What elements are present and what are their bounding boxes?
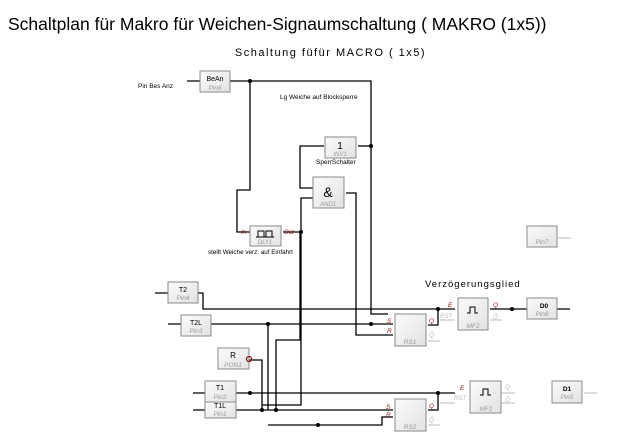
pulse-icon [480,388,491,396]
wire-inv1-in [299,145,324,189]
block-d0-instance: Pin8 [535,311,548,318]
block-rs1-qn-label: Q̄ [429,331,434,339]
block-rs1-instance: RS1 [404,339,417,346]
block-t2-instance: Pin4 [176,295,189,302]
block-rs2-q-label: Q [429,403,434,410]
block-mf2-qn-label: Q̄ [493,313,498,321]
block-t1-name: T1 [216,385,224,392]
wire-rs2-q [428,393,439,411]
block-dly1-out-label: Out [284,230,294,236]
wire-rs1-q [428,309,439,326]
block-t2l-instance: Pin3 [189,328,202,335]
wire-dly-out [283,197,314,233]
wire-v1 [275,232,301,410]
block-bean-instance: Pin6 [208,85,221,92]
label-verzoegerungsglied: Verzögerungsglied [425,279,521,290]
block-d0[interactable]: D0 Pin8 [526,297,558,320]
block-pon1-name: R [230,351,236,360]
block-rs2-qn-label: Q̄ [429,416,434,424]
wire-rs2-r [268,416,393,426]
block-dly1-instance: DLY1 [258,240,272,246]
block-mf1-qn-label: Q̄ [505,396,510,404]
wire-dly-down [262,232,302,406]
block-bean[interactable]: BeAn Pin6 [199,70,231,93]
label-sperrschalter: SperrSchalter [316,159,357,166]
pulse-icon [467,306,478,314]
block-inv1-instance: INV1 [333,152,346,158]
block-rs1[interactable]: RS1 S R Q Q̄ [387,313,434,347]
block-mf2[interactable]: MF2 E RST Q Q̄ [440,297,498,331]
block-pin7-instance: Pin7 [535,239,548,246]
wire-right-bus [370,136,388,315]
block-t2[interactable]: T2 Pin4 [167,281,199,304]
block-mf1[interactable]: MF1 E RST Q Q̄ [454,380,510,414]
block-mf1-e-label: E [460,385,465,392]
block-rs2-instance: RS2 [404,424,417,431]
delay-icon [256,230,274,238]
block-and1-name: & [323,184,333,200]
label-stellt-weiche: stellt Weiche verz. auf Einfahrt [208,249,293,256]
block-mf2-q-label: Q [493,302,498,309]
block-rs2-s-label: S [386,404,391,411]
block-mf1-instance: MF1 [480,406,493,413]
block-rs1-s-label: S [387,318,392,325]
block-pin7[interactable]: Pin7 [526,225,558,248]
diagram-subtitle: Schaltung füfür MACRO ( 1x5) [234,47,427,59]
diagram-title: Schaltplan für Makro für Weichen-Signaum… [8,14,547,34]
block-t1l-instance: Pin1 [213,411,226,418]
block-t1[interactable]: T1 Pin2 [204,380,237,403]
block-rs2[interactable]: RS2 S R Q Q̄ [386,398,434,432]
block-t1l[interactable]: T1L Pin1 [204,401,237,419]
block-d1-instance: Pin5 [560,394,573,401]
block-rs2-r-label: R [386,412,391,419]
block-inv1-name: 1 [337,141,343,152]
junctions [205,79,514,427]
block-rs1-r-label: R [387,328,392,335]
block-t1-instance: Pin2 [213,394,226,401]
block-mf2-rst-label: RST [440,314,453,320]
block-mf2-e-label: E [448,302,453,309]
block-inv1[interactable]: 1 INV1 [324,136,357,159]
block-pon1-instance: PON1 [224,362,242,369]
block-t2l[interactable]: T2L Pin3 [180,314,212,337]
block-dly1[interactable]: DLY1 In Out [241,225,294,247]
label-pin-bes-anz: Pin Bes Anz [138,83,173,90]
wire-bean-drop [236,81,251,233]
block-dly1-in-label: In [241,230,247,236]
block-mf2-instance: MF2 [467,323,480,330]
label-lg-weiche: Lg Weiche auf Blocksperre [280,94,358,101]
block-rs1-q-label: Q [429,318,434,325]
block-and1[interactable]: & AND1 [312,176,345,209]
block-and1-instance: AND1 [319,202,336,208]
block-d0-name: D0 [540,303,549,310]
block-bean-name: BeAn [206,76,223,83]
block-mf1-rst-label: RST [454,396,467,402]
block-d1-name: D1 [563,386,572,393]
wire-t2 [155,292,455,310]
block-t2-name: T2 [179,287,187,294]
block-pon1[interactable]: R PON1 [217,347,253,370]
block-d1[interactable]: D1 Pin5 [551,380,583,404]
block-t2l-name: T2L [190,320,202,327]
block-t1l-name: T1L [214,403,226,410]
output-port-icon [245,355,253,363]
wire-and-out [346,192,393,336]
block-mf1-q-label: Q [505,384,510,391]
